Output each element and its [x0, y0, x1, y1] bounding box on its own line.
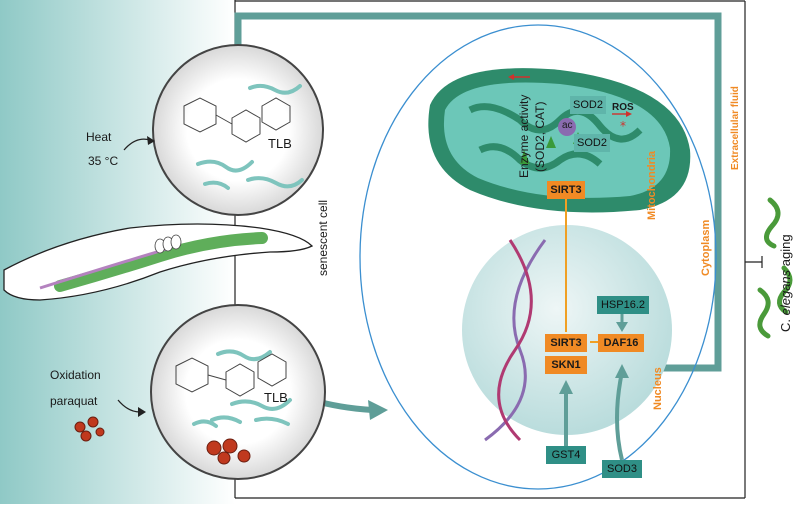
- dish-top-worm: [248, 83, 302, 95]
- hsp-arrowhead: [616, 322, 628, 332]
- dish-bottom-worm: [192, 419, 218, 428]
- tlb-molecule-top: [183, 97, 291, 143]
- nucleus-label: Nucleus: [652, 367, 664, 410]
- sod2-top-box: SOD2: [570, 96, 606, 114]
- oxidation-label: Oxidation: [50, 368, 101, 382]
- hsp16-box: HSP16.2: [597, 296, 649, 314]
- acetyl-label: ac: [562, 120, 573, 131]
- teal-path-arrow: [234, 12, 722, 372]
- dish-bottom-worm: [230, 398, 292, 411]
- sod2-bottom-box: SOD2: [574, 134, 610, 152]
- skn1-box: SKN1: [545, 356, 587, 374]
- paraquat-particles: [74, 416, 105, 442]
- c-elegans-illustration: [3, 223, 314, 301]
- dish-top: [152, 44, 324, 216]
- gst4-arrowhead: [559, 380, 573, 394]
- dish-bottom-worm: [210, 415, 242, 424]
- ros-red-arrowhead: [626, 111, 632, 117]
- tlb-label-top: TLB: [268, 136, 292, 151]
- ros-label: ROS: [612, 102, 634, 113]
- dish-top-worm: [246, 176, 304, 189]
- gst4-box: GST4: [546, 446, 586, 464]
- dish-bottom: [150, 304, 326, 480]
- cytoplasm-label: Cytoplasm: [700, 219, 712, 276]
- sod3-box: SOD3: [602, 460, 642, 478]
- outcome-suffix: aging: [778, 234, 793, 270]
- outcome-label: C. elegans aging: [778, 234, 793, 332]
- daf16-box: DAF16: [598, 334, 644, 352]
- enzyme-list-label: (SOD2, CAT): [533, 101, 547, 172]
- sirt3-mito-box: SIRT3: [547, 181, 585, 199]
- dish-to-cell-arrowhead: [368, 400, 388, 420]
- paraquat-particles-dish: [206, 438, 251, 465]
- outcome-italic: elegans: [778, 269, 793, 316]
- sod3-arrow: [615, 371, 624, 461]
- dish-top-worm: [203, 180, 230, 190]
- enzyme-red-arrowhead: [508, 74, 514, 80]
- tlb-label-bottom: TLB: [264, 390, 288, 405]
- mitochondria-label: Mitochondria: [646, 150, 658, 220]
- outcome-prefix: C.: [778, 315, 793, 332]
- senescent-cell-label: senescent cell: [316, 199, 330, 276]
- dish-top-worm: [196, 159, 254, 173]
- dish-bottom-worm: [216, 349, 272, 362]
- oxidation-arrowhead: [138, 407, 146, 417]
- cell-membrane: [359, 24, 717, 490]
- extracellular-label: Extracellular fluid: [730, 86, 741, 170]
- paraquat-label: paraquat: [50, 394, 98, 408]
- sirt3-nucleus-box: SIRT3: [545, 334, 587, 352]
- mitochondrion-shape: [428, 68, 691, 213]
- sod3-arrowhead: [615, 364, 629, 378]
- outcome-worms: [757, 197, 793, 339]
- tlb-molecule-bottom: [175, 353, 287, 397]
- heat-label: Heat: [86, 130, 112, 144]
- heat-arrowhead: [147, 136, 155, 145]
- ros-star: *: [620, 119, 626, 133]
- temperature-label: 35 °C: [88, 154, 119, 168]
- enzyme-activity-label: Enzyme activity: [517, 94, 531, 178]
- dna-helix: [484, 239, 547, 442]
- dish-bottom-worm: [254, 416, 290, 426]
